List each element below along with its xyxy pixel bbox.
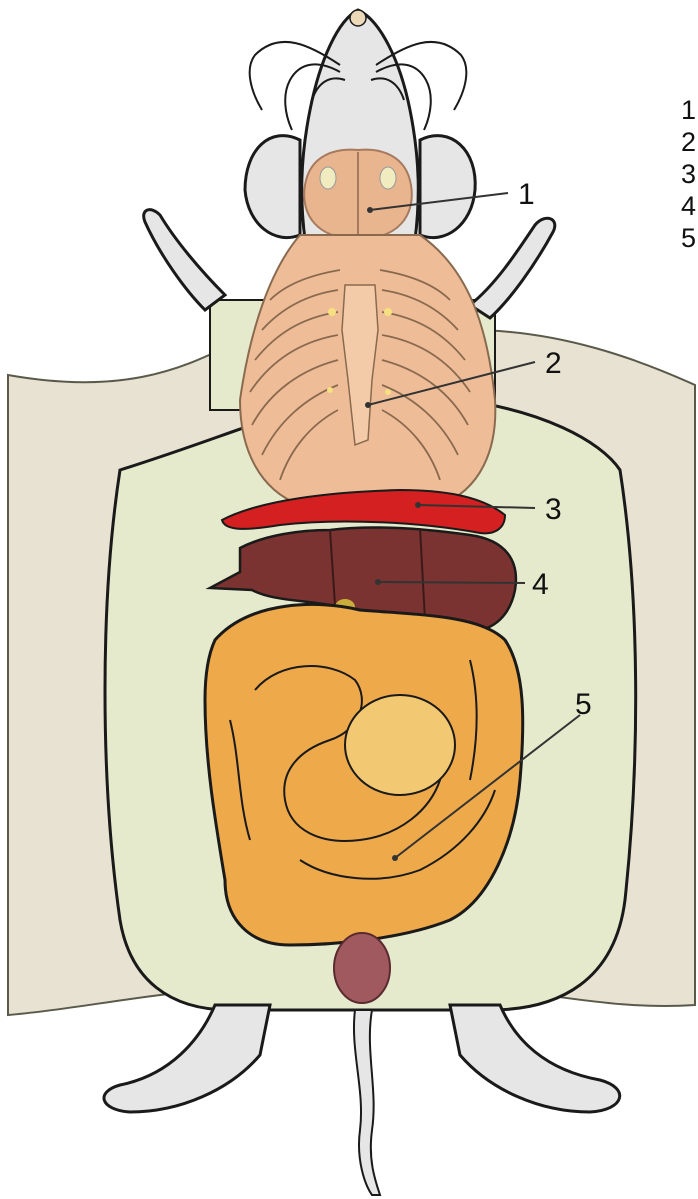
- right-front-leg: [470, 218, 555, 318]
- callout-line-4: [378, 582, 525, 583]
- legend-number-2: 2: [681, 127, 696, 157]
- legend-number-1: 1: [681, 95, 696, 125]
- tail: [354, 1010, 380, 1195]
- ribcage: [240, 235, 495, 505]
- legend-number-4: 4: [681, 191, 696, 221]
- left-hind-leg: [104, 1005, 270, 1112]
- bladder: [334, 933, 390, 1003]
- left-ear: [245, 136, 300, 238]
- left-front-leg: [144, 210, 225, 310]
- right-ear: [420, 136, 475, 238]
- callout-number-5: 5: [575, 688, 592, 721]
- callout-number-4: 4: [532, 568, 549, 601]
- nose: [350, 10, 366, 26]
- callout-number-2: 2: [545, 347, 562, 380]
- brain: [304, 150, 412, 238]
- right-hind-leg: [450, 1005, 620, 1112]
- callout-number-1: 1: [518, 178, 535, 211]
- legend-number-3: 3: [681, 159, 696, 189]
- intestines: [205, 604, 523, 945]
- callout-number-3: 3: [545, 493, 562, 526]
- legend-number-5: 5: [681, 223, 696, 253]
